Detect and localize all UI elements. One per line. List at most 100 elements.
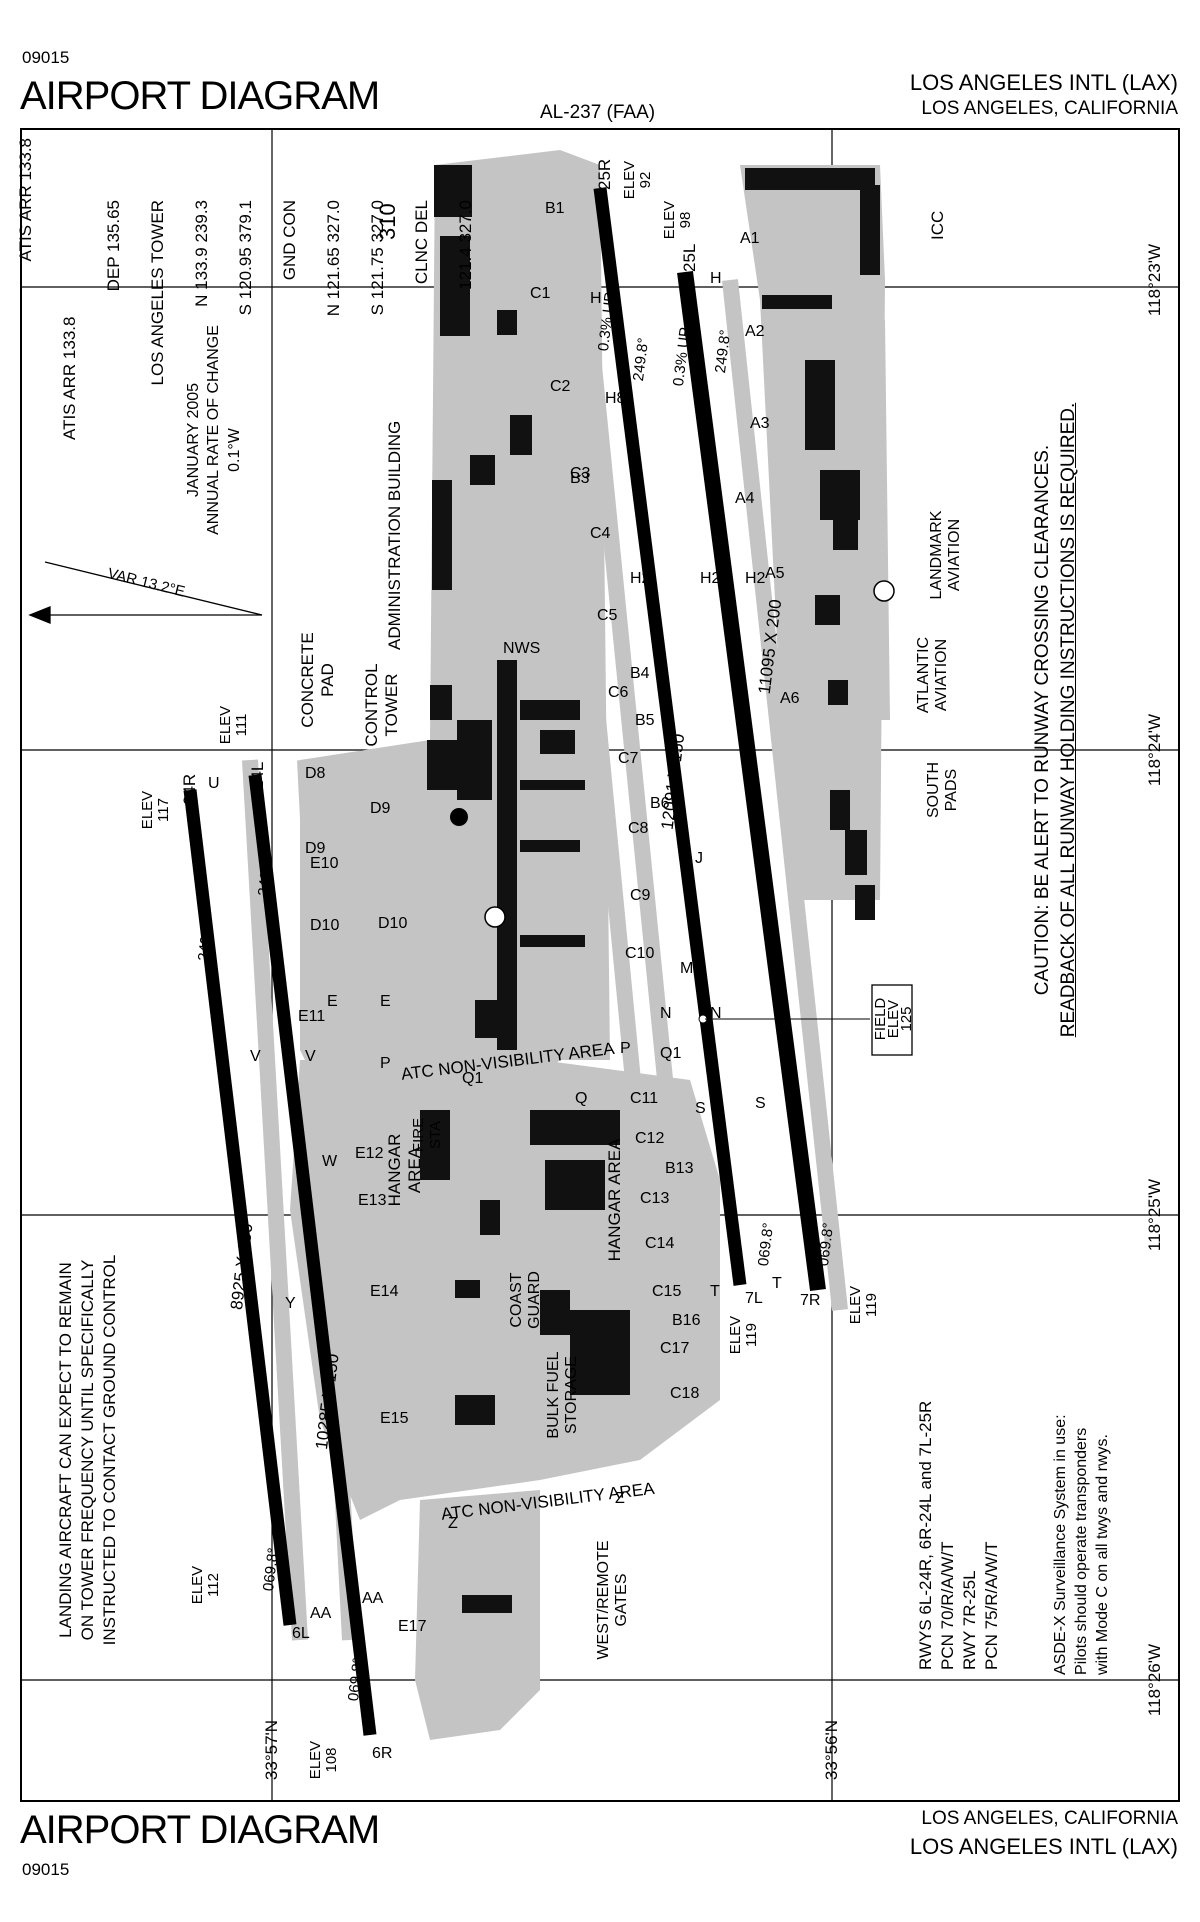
taxiway-label: D9: [305, 840, 326, 857]
runway-end-24R: 24R: [180, 773, 199, 805]
label-line: AVIATION: [946, 518, 963, 592]
magvar-rate-label: ANNUAL RATE OF CHANGE: [205, 325, 222, 535]
taxiway-label: H: [590, 290, 602, 307]
label-hangar-area-2: HANGAR AREA: [605, 1138, 624, 1262]
building: [432, 480, 452, 590]
taxiway-label: C15: [652, 1283, 682, 1300]
label-west-remote-gates: WEST/REMOTE GATES: [595, 1520, 631, 1680]
label-line: CONCRETE: [298, 632, 317, 728]
taxiway-label: A2: [745, 323, 765, 340]
taxiway-label: B16: [672, 1312, 701, 1329]
building: [470, 455, 495, 485]
taxiway-label: D10: [310, 917, 340, 934]
footer-title: AIRPORT DIAGRAM: [20, 1808, 380, 1852]
runway-7L-25R: [593, 187, 747, 1286]
gate-pier: [540, 730, 575, 754]
chart-code: 09015: [22, 48, 70, 67]
elev-value: 98: [677, 211, 694, 229]
building: [745, 168, 875, 190]
taxiway-label: H8: [605, 390, 626, 407]
taxiway-label: S: [755, 1095, 766, 1112]
frequency-line-clnc-freq: 121.4 327.0: [456, 200, 475, 290]
building: [540, 1290, 570, 1335]
label-coast-guard: COAST GUARD: [508, 1255, 544, 1345]
elev-24L: ELEV 111: [217, 695, 250, 755]
asde-line: Pilots should operate transponders: [1073, 1427, 1090, 1675]
taxiway-B: [567, 174, 698, 1331]
taxiway-label: C2: [550, 378, 571, 395]
taxiway-label: C8: [628, 820, 649, 837]
taxiway-label: A4: [735, 490, 755, 507]
chart-id: AL-237 (FAA): [540, 102, 656, 123]
taxiway-label: H2: [745, 570, 766, 587]
label-hangar-area-1: HANGAR AREA: [385, 1115, 425, 1225]
building: [833, 510, 858, 550]
label-concrete-pad: CONCRETE PAD: [298, 625, 338, 735]
building: [762, 295, 832, 309]
building: [475, 1000, 510, 1038]
airport-name: LOS ANGELES INTL (LAX): [909, 70, 1178, 95]
frequency-line-tower: LOS ANGELES TOWER: [148, 200, 167, 386]
taxiway-label: C14: [645, 1235, 675, 1252]
apron-central: [300, 150, 610, 1110]
magvar-rate: 0.1°W: [226, 428, 243, 472]
frequency-line-dep: DEP 135.65: [104, 200, 123, 292]
taxiway-label: A1: [740, 230, 760, 247]
pcn-line: RWY 7R-25L: [960, 1570, 979, 1670]
taxiway-label: P: [380, 1055, 391, 1072]
elev-7R: ELEV 119: [847, 1275, 880, 1335]
pcn-line: PCN 75/R/A/W/T: [982, 1541, 1001, 1670]
taxiway-label: A6: [780, 690, 800, 707]
lat-label: 33°56'N: [822, 1719, 841, 1781]
taxiway-label: C10: [625, 945, 655, 962]
taxiway-label: S: [695, 1100, 706, 1117]
building: [434, 165, 472, 217]
taxiway-label: C1: [530, 285, 551, 302]
building: [457, 720, 492, 800]
building: [545, 1160, 605, 1210]
building: [440, 236, 470, 336]
caution-line: CAUTION: BE ALERT TO RUNWAY CROSSING CLE…: [1032, 444, 1053, 996]
taxiway-label: H2: [630, 570, 651, 587]
bulk-fuel-tank-block: [570, 1310, 630, 1395]
elev-label: ELEV: [217, 705, 234, 745]
taxiway-label: N: [710, 1005, 722, 1022]
landing-note-line: LANDING AIRCRAFT CAN EXPECT TO REMAIN: [56, 1262, 75, 1638]
building: [805, 360, 835, 450]
runways: [183, 187, 826, 1736]
landing-note: LANDING AIRCRAFT CAN EXPECT TO REMAIN ON…: [55, 1230, 121, 1670]
taxiway-label: C9: [630, 887, 651, 904]
concourse-spine: [497, 660, 517, 1050]
gate-pier: [520, 700, 580, 720]
runway-6L-24R: [183, 789, 297, 1626]
runway-end-24L: 24L: [248, 761, 267, 790]
obstacle-height: 310: [375, 203, 400, 240]
taxiway-label: C6: [608, 684, 629, 701]
gate-pier: [520, 935, 585, 947]
magnetic-north-line: [44, 561, 263, 616]
asde-block: ASDE-X Surveillance System in use: Pilot…: [1050, 1375, 1113, 1675]
elev-label: ELEV: [307, 1740, 324, 1780]
taxiway-label: Q: [575, 1090, 588, 1107]
lat-label: 33°57'N: [262, 1719, 281, 1781]
airport-city: LOS ANGELES, CALIFORNIA: [921, 98, 1178, 119]
taxiway-label: V: [305, 1048, 316, 1065]
label-line: ATLANTIC: [915, 636, 932, 714]
frequencies-block: ATIS ARR 133.8: [15, 138, 37, 448]
apron-east: [740, 165, 885, 900]
label-line: SOUTH: [925, 762, 942, 818]
label-atlantic-aviation: ATLANTIC AVIATION: [915, 620, 951, 730]
frequency-line-gnd-n: N 121.65 327.0: [324, 200, 343, 317]
taxiway-label: C12: [635, 1130, 665, 1147]
elev-value: 111: [233, 713, 250, 737]
caution-line: READBACK OF ALL RUNWAY HOLDING INSTRUCTI…: [1058, 402, 1079, 1038]
field-elev-line: 125: [898, 1006, 915, 1032]
taxiway-label: A5: [765, 565, 785, 582]
elev-24R: ELEV 117: [139, 780, 172, 840]
elev-label: ELEV: [661, 200, 678, 240]
label-line: PAD: [318, 663, 337, 697]
elev-value: 92: [637, 171, 654, 189]
terminal-buildings: [420, 165, 880, 1613]
lon-label: 118°24'W: [1145, 713, 1164, 787]
